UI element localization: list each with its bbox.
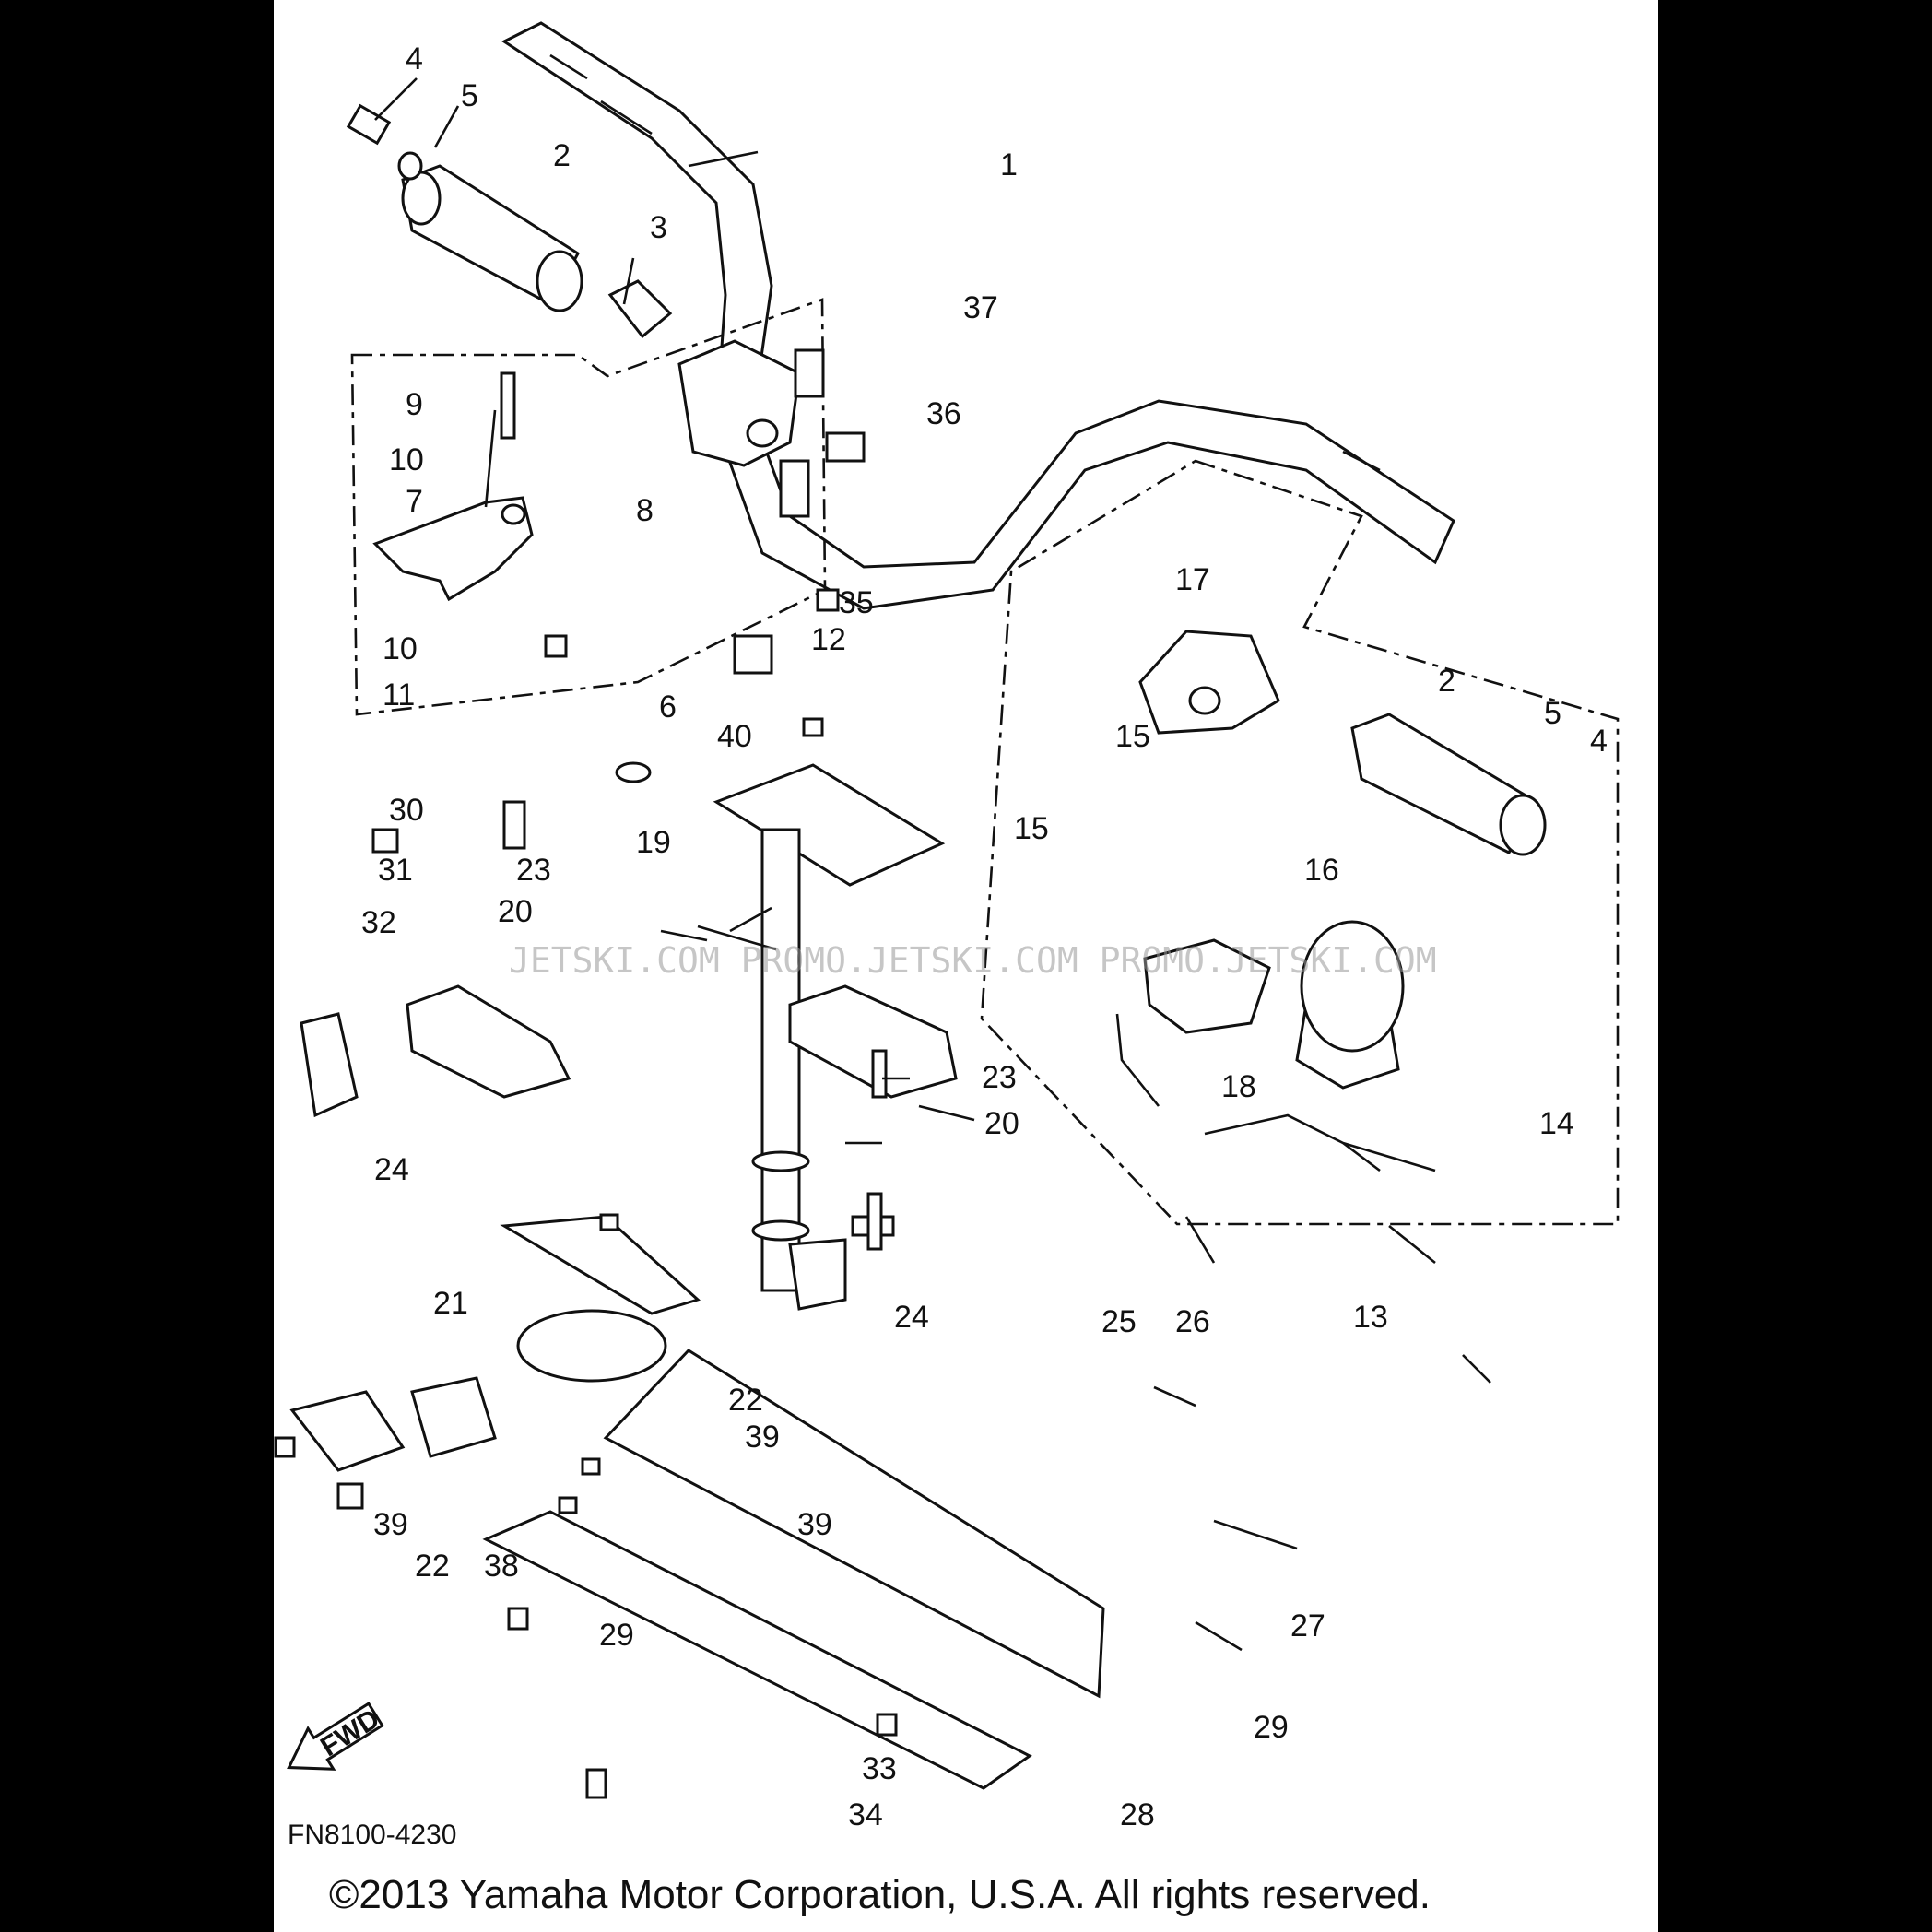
callout-22b: 22 [415, 1549, 450, 1584]
callout-38: 38 [484, 1549, 519, 1584]
callout-9: 9 [406, 387, 423, 422]
callout-12: 12 [811, 622, 846, 657]
switch-base [1143, 938, 1271, 1034]
callout-20: 20 [498, 894, 533, 929]
pivot-pin [500, 371, 516, 440]
callout-7: 7 [406, 484, 423, 519]
steering-column [500, 763, 946, 1315]
parts-diagram: FWD JETSKI.COM PROMO.JETSKI.COM PROMO.JE… [274, 21, 1620, 1917]
callout-1: 1 [1000, 147, 1018, 183]
watermark-text: JETSKI.COM PROMO.JETSKI.COM PROMO.JETSKI… [509, 940, 1437, 981]
drawing-code: FN8100-4230 [288, 1820, 456, 1850]
copyright-notice: ©2013 Yamaha Motor Corporation, U.S.A. A… [329, 1872, 1431, 1917]
callout-32: 32 [361, 905, 396, 940]
callout-21: 21 [433, 1286, 468, 1321]
gasket [516, 1309, 667, 1383]
steering-holders [300, 984, 958, 1311]
callout-13: 13 [1353, 1300, 1388, 1335]
diagram-sheet: FWD JETSKI.COM PROMO.JETSKI.COM PROMO.JE… [274, 0, 1658, 1932]
stay-brackets [289, 1376, 497, 1472]
callout-10: 10 [389, 442, 424, 477]
grip-end-bolt [346, 103, 423, 181]
switch-housing [1138, 630, 1280, 735]
callout-26: 26 [1175, 1304, 1210, 1339]
callout-15: 15 [1115, 719, 1150, 754]
callout-2: 2 [553, 138, 571, 173]
callout-4b: 4 [1590, 724, 1608, 759]
callout-18: 18 [1221, 1069, 1256, 1104]
cover-bracket [603, 1349, 1105, 1699]
callout-22: 22 [728, 1383, 763, 1418]
throttle-lever [372, 496, 534, 602]
callout-5b: 5 [1544, 696, 1561, 731]
callout-3: 3 [650, 210, 667, 245]
fasteners [274, 348, 898, 1799]
callout-8: 8 [636, 493, 654, 528]
callout-10b: 10 [383, 631, 418, 666]
switch-assembly-box [980, 459, 1620, 1226]
right-grip [1350, 713, 1547, 856]
callout-15b: 15 [1014, 811, 1049, 846]
callout-24b: 24 [894, 1300, 929, 1335]
callout-36: 36 [926, 396, 961, 431]
callout-5: 5 [461, 78, 478, 113]
callout-39: 39 [745, 1420, 780, 1455]
callout-25: 25 [1101, 1304, 1137, 1339]
throttle-assembly-box [350, 298, 827, 716]
callout-19: 19 [636, 825, 671, 860]
callout-33: 33 [862, 1751, 897, 1786]
callout-20b: 20 [984, 1106, 1019, 1141]
callout-23b: 23 [982, 1060, 1017, 1095]
callout-28: 28 [1120, 1797, 1155, 1832]
callout-17: 17 [1175, 562, 1210, 597]
callout-2b: 2 [1438, 664, 1455, 699]
throttle-housing [677, 339, 801, 467]
callout-29b: 29 [1254, 1710, 1289, 1745]
callout-16: 16 [1304, 853, 1339, 888]
callout-39c: 39 [797, 1507, 832, 1542]
callout-29: 29 [599, 1618, 634, 1653]
leader-lines [374, 77, 1491, 1652]
wire-harness [1115, 1013, 1436, 1172]
start-stop-switch [1295, 920, 1405, 1090]
callout-14: 14 [1539, 1106, 1574, 1141]
callout-23: 23 [516, 853, 551, 888]
callout-35: 35 [839, 585, 874, 620]
callout-11: 11 [383, 677, 415, 713]
callout-4: 4 [406, 41, 423, 77]
callout-34: 34 [848, 1797, 883, 1832]
callout-27: 27 [1290, 1608, 1325, 1643]
left-grip [401, 164, 673, 339]
callout-24: 24 [374, 1152, 409, 1187]
callout-30: 30 [389, 793, 424, 828]
callout-39b: 39 [373, 1507, 408, 1542]
callout-37: 37 [963, 290, 998, 325]
callout-6: 6 [659, 689, 677, 724]
callout-40: 40 [717, 719, 752, 754]
forward-arrow-badge: FWD [287, 1702, 385, 1771]
callout-31: 31 [378, 853, 413, 888]
